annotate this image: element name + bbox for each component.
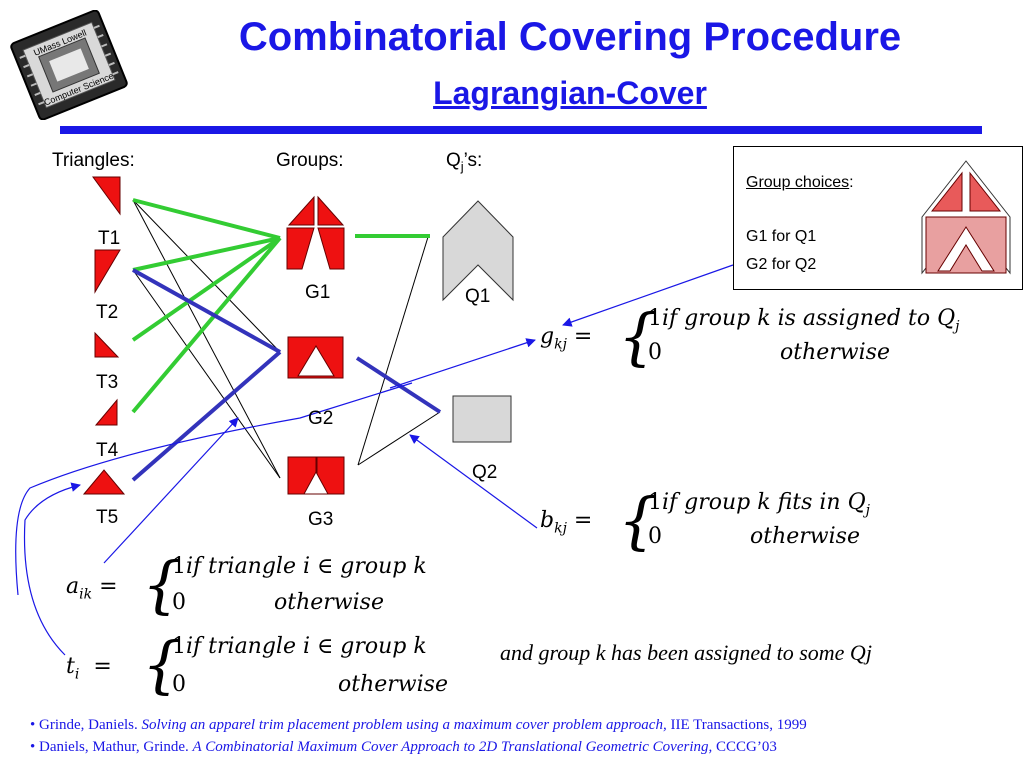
reference-title: Solving an apparel trim placement proble… [141,717,667,733]
gkj-lhs-sub: kj [554,336,567,353]
aik-brace: { [142,548,182,621]
q2-shape [452,395,512,443]
ti-brace: { [142,628,182,701]
aik-case1-num: 1 [172,554,186,579]
aik-case2-text: otherwise [274,590,384,615]
ti-case1-num: 1 [172,634,186,659]
umass-lowell-logo: UMass Lowell Computer Science [10,10,128,120]
ti-case1: 1if triangle i ∈ group k [172,634,427,660]
triangles-header: Triangles: [52,150,135,171]
ti-case2-num: 0 [172,672,186,697]
reference-bullet: • [30,717,36,733]
group-g1-shape [286,195,345,270]
bkj-case1-text: if group k fits in Q [662,490,866,515]
aik-case1: 1if triangle i ∈ group k [172,554,427,580]
bkj-case1-num: 1 [648,490,662,515]
triangle-label-t2: T2 [96,302,119,323]
aik-lhs-sub: ik [79,586,93,603]
gkj-case1: 1if group k is assigned to Qj [648,306,959,339]
bkj-lhs: bkj = [540,508,592,541]
bkj-case1-sub: j [865,502,870,519]
aik-case2-num: 0 [172,590,186,615]
ti-lhs: ti = [66,654,112,687]
group-choices-figure [921,160,1011,275]
group-label-g1: G1 [305,282,331,303]
gkj-lhs: gkj = [540,324,592,357]
gkj-equals: = [573,324,593,349]
group-g2-shape [287,336,344,379]
group-choices-heading: Group choices: [746,173,854,193]
bkj-case2-text: otherwise [750,524,860,549]
gkj-brace: { [618,300,658,373]
q1-shape [442,200,514,302]
page-title: Combinatorial Covering Procedure [238,15,902,59]
group-label-g3: G3 [308,509,334,530]
gkj-case1-text: if group k is assigned to Q [662,306,956,331]
bkj-brace: { [618,484,658,557]
equation-aik: aik = { 1if triangle i ∈ group k 0 other… [66,548,506,628]
qs-header: Qj’s: [446,150,482,178]
ti-case2-text: otherwise [338,672,448,697]
reference-authors: Daniels, Mathur, Grinde. [39,739,189,755]
q-label-q1: Q1 [465,286,491,307]
triangle-label-t3: T3 [96,372,119,393]
reference-venue: IIE Transactions, 1999 [670,717,807,733]
group-choices-heading-text: Group choices [746,174,850,191]
ti-equals: = [93,654,112,679]
gkj-case1-num: 1 [648,306,662,331]
triangle-label-t4: T4 [96,440,119,461]
qs-header-suffix: ’s: [463,150,483,171]
ti-case1-text: if triangle i ∈ group k [186,634,427,659]
groups-header: Groups: [276,150,344,171]
triangle-label-t1: T1 [98,228,121,249]
reference-1: • Grinde, Daniels. Solving an apparel tr… [30,716,807,734]
equation-ti: ti = { 1if triangle i ∈ group k 0 otherw… [66,628,506,708]
triangle-t5 [82,469,126,495]
gkj-case2-text: otherwise [780,340,890,365]
triangle-t1 [92,176,121,216]
bkj-equals: = [573,508,593,533]
group-choice-item: G2 for Q2 [746,256,817,273]
aik-case1-text: if triangle i ∈ group k [186,554,427,579]
title-divider [60,126,982,134]
bkj-case1: 1if group k fits in Qj [648,490,870,523]
reference-authors: Grinde, Daniels. [39,717,138,733]
q-label-q2: Q2 [472,462,498,483]
triangle-t2 [94,249,121,294]
gkj-case2-num: 0 [648,340,662,365]
aik-lhs-symbol: a [66,574,80,599]
group-choices-colon: : [849,174,854,191]
ti-lhs-sub: i [74,666,80,683]
equation-bkj: bkj = { 1if group k fits in Qj 0 otherwi… [540,484,1020,564]
group-choices-box: Group choices: G1 for Q1 G2 for Q2 [733,146,1023,290]
group-choice-item: G1 for Q1 [746,228,817,245]
group-g3-shape [287,456,345,495]
reference-title: A Combinatorial Maximum Cover Approach t… [192,739,713,755]
group-label-g2: G2 [308,408,334,429]
reference-bullet: • [30,739,36,755]
triangle-label-t5: T5 [96,507,119,528]
reference-2: • Daniels, Mathur, Grinde. A Combinatori… [30,738,777,756]
gkj-case1-sub: j [955,318,960,335]
triangle-t4 [94,398,118,426]
gkj-lhs-symbol: g [540,324,555,349]
ti-condition-tail: and group k has been assigned to some Qj [500,640,872,665]
reference-venue: CCCG’03 [716,739,777,755]
page-subtitle: Lagrangian-Cover [433,75,707,111]
bkj-case2-num: 0 [648,524,662,549]
qs-header-prefix: Q [446,150,461,171]
qs-header-sub: j [460,158,464,174]
ti-lhs-symbol: t [66,654,75,679]
bkj-lhs-symbol: b [540,508,555,533]
aik-lhs: aik = [66,574,118,607]
triangle-t3 [94,331,120,358]
bkj-lhs-sub: kj [554,520,567,537]
aik-equals: = [99,574,118,599]
equation-gkj: gkj = { 1if group k is assigned to Qj 0 … [540,300,1020,380]
